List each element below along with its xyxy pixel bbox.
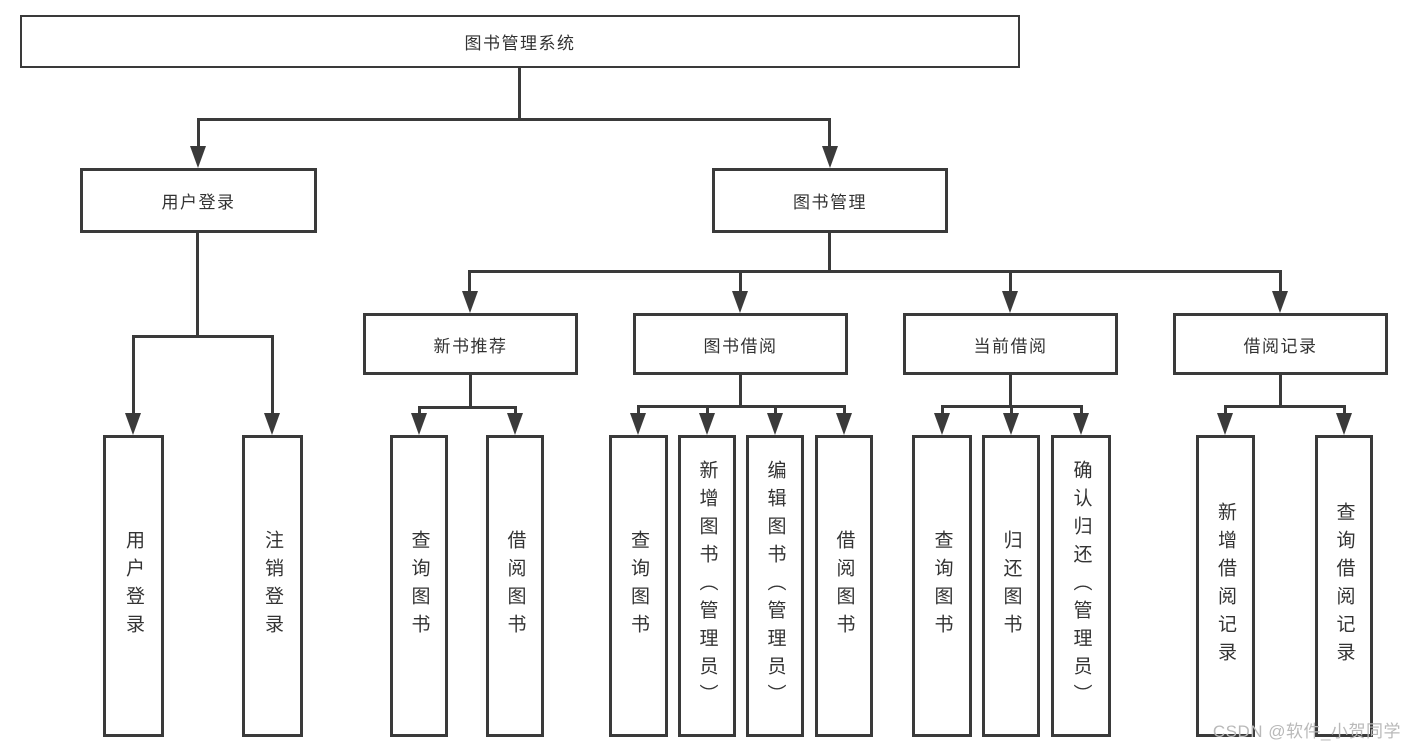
arrow-down — [264, 413, 280, 435]
connector-line — [1009, 270, 1012, 293]
arrow-down — [125, 413, 141, 435]
connector-line — [418, 406, 421, 416]
arrow-down — [630, 413, 646, 435]
connector-line — [197, 118, 200, 150]
connector-line — [828, 118, 831, 150]
connector-line — [1279, 270, 1282, 293]
leaf-borrow-books: 借阅图书 — [815, 435, 873, 737]
leaf-query-books-recommend-label: 查询图书 — [408, 530, 430, 642]
arrow-down — [767, 413, 783, 435]
leaf-add-books-admin: 新增图书（管理员） — [678, 435, 736, 737]
arrow-down — [822, 146, 838, 168]
arrow-down — [507, 413, 523, 435]
connector-line — [271, 335, 274, 415]
connector-line — [739, 375, 742, 408]
arrow-down — [190, 146, 206, 168]
connector-line — [941, 405, 944, 416]
connector-line — [637, 405, 846, 408]
leaf-query-books-current-label: 查询图书 — [931, 530, 953, 642]
leaf-return-books: 归还图书 — [982, 435, 1040, 737]
node-book-management-label: 图书管理 — [793, 193, 867, 212]
leaf-add-borrow-record-label: 新增借阅记录 — [1215, 502, 1236, 670]
leaf-confirm-return-admin-label: 确认归还（管理员） — [1070, 460, 1092, 712]
node-user-login-label: 用户登录 — [161, 193, 236, 212]
leaf-logout-label: 注销登录 — [262, 530, 283, 642]
node-root: 图书管理系统 — [20, 15, 1020, 68]
connector-line — [468, 270, 1282, 273]
leaf-query-books-borrowing: 查询图书 — [609, 435, 668, 737]
node-new-book-recommend-label: 新书推荐 — [433, 336, 508, 356]
connector-line — [514, 406, 517, 416]
leaf-return-books-label: 归还图书 — [1000, 530, 1022, 642]
arrow-down — [462, 291, 478, 313]
node-borrowing-records-label: 借阅记录 — [1243, 336, 1318, 356]
arrow-down — [699, 413, 715, 435]
arrow-down — [1073, 413, 1089, 435]
arrow-down — [1272, 291, 1288, 313]
leaf-query-borrow-record: 查询借阅记录 — [1315, 435, 1373, 737]
connector-line — [828, 233, 831, 273]
node-book-management: 图书管理 — [712, 168, 948, 233]
node-new-book-recommend: 新书推荐 — [363, 313, 578, 375]
connector-line — [197, 118, 831, 121]
connector-line — [1010, 405, 1013, 416]
connector-line — [739, 270, 742, 293]
leaf-add-books-admin-label: 新增图书（管理员） — [696, 460, 718, 712]
csdn-watermark: CSDN @软件_小贺同学 — [1212, 722, 1401, 741]
node-book-borrowing: 图书借阅 — [633, 313, 848, 375]
connector-line — [637, 405, 640, 416]
node-root-label: 图书管理系统 — [464, 34, 576, 53]
arrow-down — [732, 291, 748, 313]
leaf-query-books-current: 查询图书 — [912, 435, 972, 737]
connector-line — [132, 335, 274, 338]
arrow-down — [836, 413, 852, 435]
connector-line — [843, 405, 846, 416]
connector-line — [132, 335, 135, 415]
leaf-borrow-books-label: 借阅图书 — [833, 530, 855, 642]
node-current-borrowing: 当前借阅 — [903, 313, 1118, 375]
connector-line — [469, 375, 472, 409]
connector-line — [774, 405, 777, 416]
leaf-confirm-return-admin: 确认归还（管理员） — [1051, 435, 1111, 737]
node-book-borrowing-label: 图书借阅 — [703, 336, 778, 356]
arrow-down — [411, 413, 427, 435]
leaf-borrow-books-recommend: 借阅图书 — [486, 435, 544, 737]
connector-line — [1279, 375, 1282, 408]
connector-line — [1009, 375, 1012, 408]
leaf-borrow-books-recommend-label: 借阅图书 — [504, 530, 526, 642]
arrow-down — [1336, 413, 1352, 435]
node-borrowing-records: 借阅记录 — [1173, 313, 1388, 375]
leaf-query-borrow-record-label: 查询借阅记录 — [1333, 502, 1355, 670]
connector-line — [196, 233, 199, 337]
arrow-down — [1002, 291, 1018, 313]
node-user-login: 用户登录 — [80, 168, 317, 233]
leaf-edit-books-admin: 编辑图书（管理员） — [746, 435, 804, 737]
arrow-down — [1003, 413, 1019, 435]
connector-line — [1343, 405, 1346, 416]
leaf-edit-books-admin-label: 编辑图书（管理员） — [764, 460, 786, 712]
arrow-down — [934, 413, 950, 435]
node-current-borrowing-label: 当前借阅 — [973, 336, 1048, 356]
leaf-user-login-label: 用户登录 — [123, 530, 144, 642]
connector-line — [518, 68, 521, 120]
connector-line — [1224, 405, 1227, 416]
leaf-query-books-recommend: 查询图书 — [390, 435, 448, 737]
leaf-add-borrow-record: 新增借阅记录 — [1196, 435, 1255, 737]
connector-line — [1224, 405, 1346, 408]
leaf-query-books-borrowing-label: 查询图书 — [628, 530, 649, 642]
arrow-down — [1217, 413, 1233, 435]
connector-line — [468, 270, 471, 293]
connector-line — [1080, 405, 1083, 416]
leaf-user-login: 用户登录 — [103, 435, 164, 737]
connector-line — [418, 406, 517, 409]
connector-line — [706, 405, 709, 416]
leaf-logout: 注销登录 — [242, 435, 303, 737]
